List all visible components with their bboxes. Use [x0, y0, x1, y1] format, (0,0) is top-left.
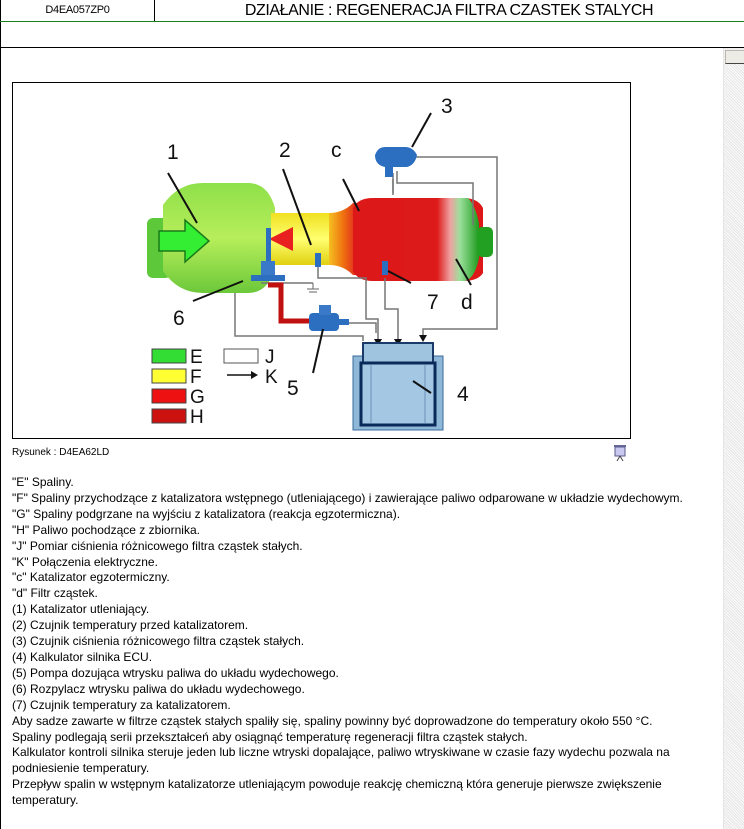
- callout-leaders: [167, 112, 472, 394]
- figure-caption: Rysunek : D4EA62LD: [12, 447, 110, 458]
- regeneration-diagram: 1 2 3 4 5 6 7 c d E F G H J K: [147, 95, 498, 431]
- description-text: "E" Spaliny. "F" Spaliny przychodzące z …: [12, 475, 717, 809]
- legend-label-K: K: [265, 367, 278, 388]
- legend-label-G: G: [190, 387, 205, 408]
- scrollbar-thumb[interactable]: [725, 50, 744, 64]
- description-line: (2) Czujnik temperatury przed katalizato…: [12, 618, 249, 633]
- dosing-pump: [309, 305, 349, 331]
- legend-swatch-E: [151, 348, 187, 364]
- description-line: Aby sadze zawarte w filtrze cząstek stał…: [12, 713, 653, 728]
- callout-d: d: [461, 291, 473, 314]
- description-line: "F" Spaliny przychodzące z katalizatora …: [12, 490, 683, 505]
- content-area: [0, 48, 724, 829]
- legend-swatch-G: [151, 388, 187, 404]
- description-line: "H" Paliwo pochodzące z zbiornika.: [12, 522, 200, 537]
- description-line: "J" Pomiar ciśnienia różnicowego filtra …: [12, 538, 303, 553]
- vertical-scrollbar[interactable]: [723, 48, 744, 829]
- engine-ecu: [352, 342, 444, 431]
- legend-swatch-F: [151, 368, 187, 384]
- description-line: "c" Katalizator egzotermiczny.: [12, 570, 170, 585]
- callout-4: 4: [457, 383, 469, 406]
- document-header: D4EA057ZP0 DZIAŁANIE : REGENERACJA FILTR…: [0, 0, 744, 22]
- legend-label-J: J: [265, 347, 275, 368]
- callout-5: 5: [287, 377, 299, 400]
- callout-1: 1: [167, 141, 179, 164]
- description-line: Przepływ spalin w wstępnym katalizatorze…: [12, 777, 662, 808]
- legend-label-F: F: [190, 367, 202, 388]
- fuel-injection-direction-arrow: [269, 227, 293, 251]
- fuel-injector: [251, 228, 285, 281]
- description-line: (5) Pompa dozująca wtrysku paliwa do ukł…: [12, 665, 339, 680]
- callout-6: 6: [173, 307, 185, 330]
- ground-symbol: [307, 283, 319, 293]
- oxidation-catalyst: [147, 183, 275, 293]
- fuel-line: [268, 282, 311, 324]
- description-line: (6) Rozpylacz wtrysku paliwa do układu w…: [12, 681, 305, 696]
- particle-filter: [403, 198, 479, 281]
- description-line: "K" Połączenia elektryczne.: [12, 554, 158, 569]
- legend-label-E: E: [190, 347, 203, 368]
- description-line: Kalkulator kontroli silnika steruje jede…: [12, 745, 670, 776]
- description-line: (1) Katalizator utleniający.: [12, 602, 150, 617]
- legend-swatch-J: [223, 348, 259, 364]
- callout-7: 7: [427, 291, 439, 314]
- document-code: D4EA057ZP0: [0, 0, 155, 21]
- differential-pressure-sensor: [375, 147, 417, 177]
- description-line: Spaliny podlegają serii przekształceń ab…: [12, 729, 528, 744]
- description-line: "d" Filtr cząstek.: [12, 586, 98, 601]
- description-line: "E" Spaliny.: [12, 475, 74, 489]
- exhaust-flow-arrow: [158, 218, 211, 264]
- diagram-figure: 1 2 3 4 5 6 7 c d E F G H J K: [12, 82, 631, 439]
- description-line: (3) Czujnik ciśnienia różnicowego filtra…: [12, 634, 305, 649]
- temp-sensor-after-catalyst: [382, 261, 388, 275]
- temp-sensor-before-catalyst: [315, 253, 321, 267]
- callout-3: 3: [441, 95, 453, 118]
- header-band: [0, 22, 744, 48]
- wiring: [234, 156, 498, 341]
- projector-screen-icon[interactable]: [612, 444, 628, 462]
- legend-swatch-H: [151, 408, 187, 424]
- description-line: "G" Spaliny podgrzane na wyjściu z katal…: [12, 506, 401, 521]
- legend-label-H: H: [190, 407, 204, 428]
- legend: E F G H J K: [151, 347, 278, 428]
- callout-2: 2: [279, 139, 291, 162]
- callout-c: c: [331, 139, 342, 162]
- page-title: DZIAŁANIE : REGENERACJA FILTRA CZASTEK S…: [244, 2, 654, 19]
- description-line: (7) Czujnik temperatury za katalizatorem…: [12, 697, 231, 712]
- description-line: (4) Kalkulator silnika ECU.: [12, 649, 153, 664]
